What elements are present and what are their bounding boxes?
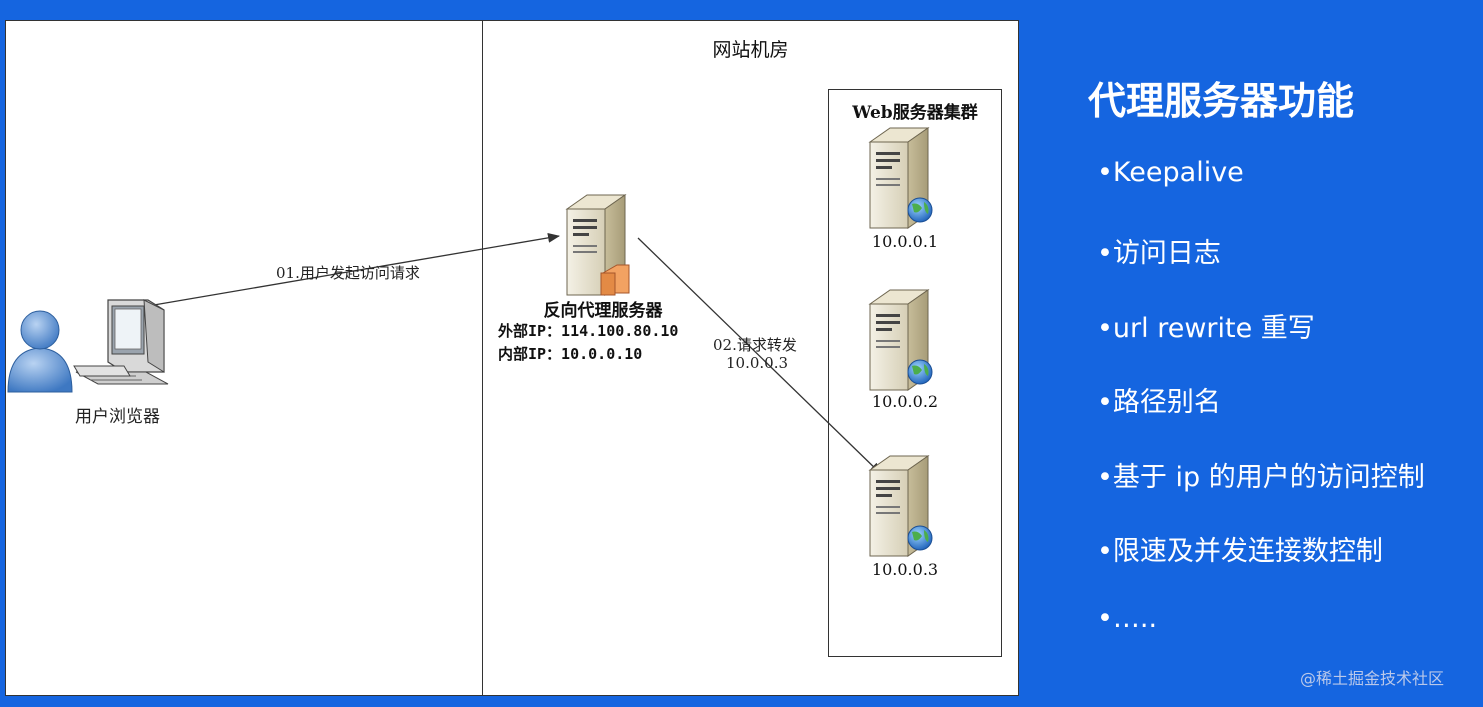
computer-icon <box>73 299 169 385</box>
arrow1-label: 01.用户发起访问请求 <box>276 264 420 282</box>
web-cluster-title: Web服务器集群 <box>852 103 978 123</box>
arrow2-label-line1: 02.请求转发 <box>713 336 797 354</box>
feature-item: •访问日志 <box>1097 238 1221 269</box>
proxy-internal-ip: 内部IP：10.0.0.10 <box>498 345 643 363</box>
datacenter-frame: 网站机房 Web服务器集群 <box>482 20 1019 696</box>
web-server-icon-1 <box>869 127 933 229</box>
panel-title: 代理服务器功能 <box>1088 79 1355 123</box>
feature-item: •Keepalive <box>1097 157 1244 188</box>
feature-item: •url rewrite 重写 <box>1097 313 1315 344</box>
user-browser-label: 用户浏览器 <box>75 407 160 427</box>
web-server-icon-2 <box>869 289 933 391</box>
feature-item: •限速及并发连接数控制 <box>1097 536 1383 567</box>
arrow-proxy-to-server3 <box>637 237 882 475</box>
web-server-icon-3 <box>869 455 933 557</box>
watermark: @稀土掘金技术社区 <box>1300 669 1445 688</box>
server-ip-1: 10.0.0.1 <box>871 232 939 251</box>
feature-item: •基于 ip 的用户的访问控制 <box>1097 462 1425 493</box>
proxy-external-ip: 外部IP：114.100.80.10 <box>498 322 679 340</box>
user-area-frame <box>5 20 483 696</box>
feature-item: •路径别名 <box>1097 387 1221 418</box>
server-ip-2: 10.0.0.2 <box>871 392 939 411</box>
user-person-icon <box>7 310 73 393</box>
web-cluster-frame: Web服务器集群 <box>828 89 1002 657</box>
datacenter-title: 网站机房 <box>712 39 789 61</box>
arrow-user-to-proxy <box>147 232 560 307</box>
proxy-server-name: 反向代理服务器 <box>543 301 663 321</box>
feature-item: •….. <box>1097 603 1158 634</box>
server-ip-3: 10.0.0.3 <box>871 560 939 579</box>
arrow2-label-line2: 10.0.0.3 <box>726 354 789 372</box>
proxy-server-icon <box>566 194 630 296</box>
